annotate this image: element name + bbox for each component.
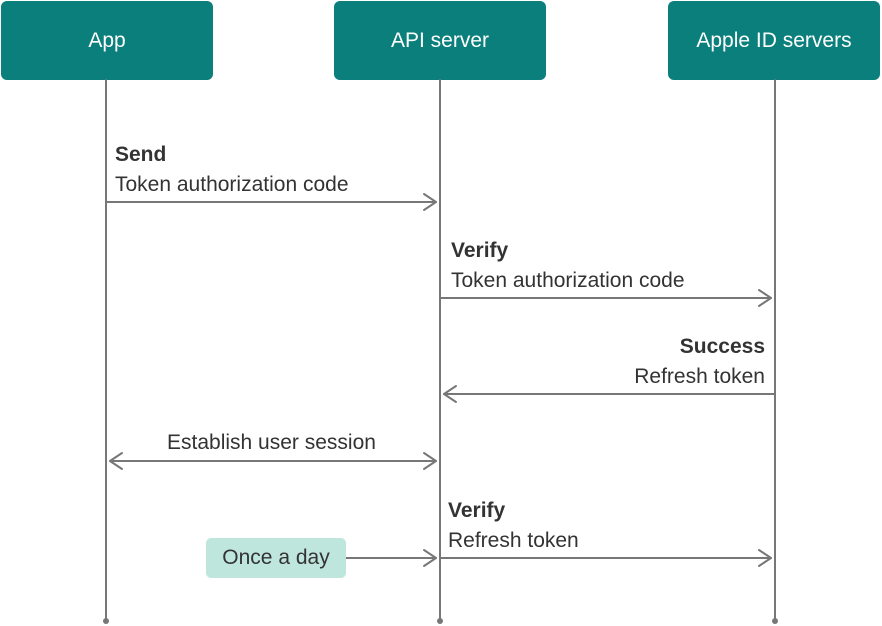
message-verify-refresh-text: Refresh token: [448, 529, 579, 552]
arrow-verify-token-code: [439, 289, 772, 307]
arrow-verify-refresh-token: [439, 549, 772, 567]
lifeline-apple-id-servers-end-dot: [772, 618, 778, 624]
message-send-label: Send Token authorization code: [115, 140, 349, 200]
message-verify-code-text: Token authorization code: [451, 269, 685, 292]
message-send-title: Send: [115, 143, 167, 166]
message-send-text: Token authorization code: [115, 173, 349, 196]
message-verify-code-label: Verify Token authorization code: [451, 236, 685, 296]
arrow-send-token-code: [105, 193, 437, 211]
message-verify-refresh-label: Verify Refresh token: [448, 496, 579, 556]
message-verify-refresh-title: Verify: [448, 499, 506, 522]
message-success-label: Success Refresh token: [634, 332, 765, 392]
participant-app-label: App: [88, 28, 126, 52]
message-verify-code-title: Verify: [451, 239, 509, 262]
participant-apple-id-servers: Apple ID servers: [668, 1, 880, 80]
lifeline-app-end-dot: [103, 618, 109, 624]
note-once-a-day-text: Once a day: [222, 546, 330, 569]
message-establish-session-text: Establish user session: [167, 431, 376, 454]
participant-api-server-label: API server: [390, 28, 490, 52]
lifeline-api-server-end-dot: [437, 618, 443, 624]
message-success-title: Success: [679, 335, 765, 358]
note-once-a-day: Once a day: [206, 538, 346, 578]
message-success-text: Refresh token: [634, 365, 765, 388]
participant-api-server: API server: [334, 1, 546, 80]
arrow-establish-user-session: [109, 452, 437, 470]
arrow-success-refresh-token: [443, 385, 776, 403]
message-establish-session-label: Establish user session: [167, 428, 376, 458]
arrow-note-to-api-server: [345, 549, 437, 567]
participant-apple-id-servers-label: Apple ID servers: [696, 28, 852, 52]
participant-app: App: [1, 1, 213, 80]
